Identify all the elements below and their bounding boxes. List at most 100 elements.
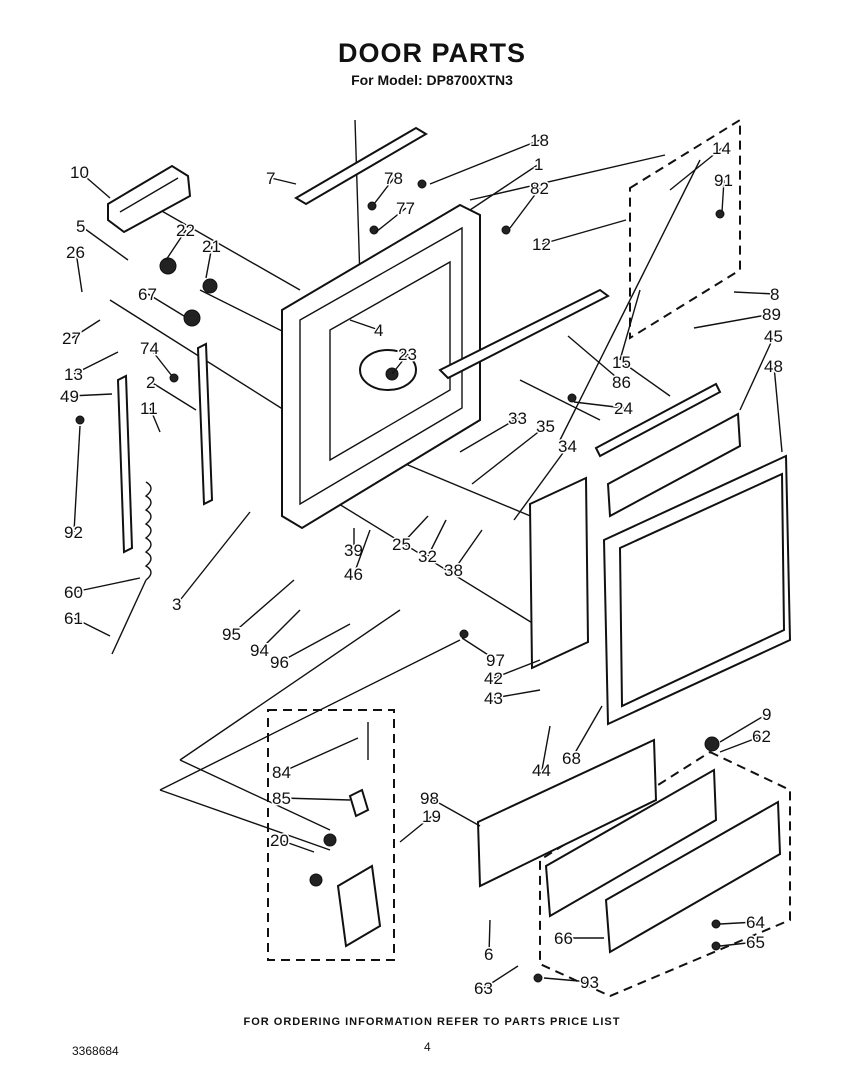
callout-78: 78: [384, 169, 403, 188]
leader-line-32: [427, 519, 447, 557]
leader-line-82: [509, 187, 541, 229]
page-title: DOOR PARTS: [337, 38, 526, 68]
document-number: 3368684: [72, 1044, 119, 1058]
leader-line-44: [541, 725, 551, 771]
leader-line-25: [401, 515, 429, 545]
leader-line-65: [719, 941, 757, 947]
kick-plate: [604, 800, 782, 954]
lower-trim-strip: [476, 738, 658, 888]
vent-strip: [594, 382, 722, 458]
callout-15: 15: [612, 353, 631, 372]
leader-line-19: [399, 815, 433, 843]
leader-line-89: [693, 313, 773, 329]
callout-84: 84: [272, 763, 291, 782]
leader-line-85: [281, 797, 351, 801]
callout-21: 21: [202, 237, 221, 256]
leader-line-20: [279, 839, 315, 853]
hinge-assembly-box: [629, 118, 741, 340]
inner-door-frame: [281, 203, 481, 530]
callout-35: 35: [536, 417, 555, 436]
latch-roller-lower: [309, 873, 323, 887]
leader-line-13: [73, 351, 119, 375]
leader-line-67: [147, 293, 185, 317]
leader-line-92: [73, 425, 81, 533]
callout-26: 26: [66, 243, 85, 262]
latch-assembly-box: [267, 709, 395, 961]
page-number: 4: [424, 1040, 431, 1054]
leader-line-26: [75, 251, 83, 293]
leader-line-49: [69, 393, 113, 397]
leader-line-38: [453, 529, 483, 571]
leader-line-22: [165, 229, 187, 261]
door-latch-body: [336, 864, 382, 948]
callout-9: 9: [762, 705, 771, 724]
leader-line-45: [739, 335, 775, 411]
callout-86: 86: [612, 373, 631, 392]
leader-line-11: [149, 407, 161, 433]
leader-line-14: [669, 147, 723, 191]
toe-panel: [544, 768, 718, 918]
leader-line-34: [513, 445, 569, 521]
leader-line-15: [621, 361, 671, 397]
callout-10: 10: [70, 163, 89, 182]
leader-line-63: [483, 965, 519, 989]
callout-97: 97: [486, 651, 505, 670]
callout-60: 60: [64, 583, 83, 602]
leader-line-9: [719, 713, 768, 743]
callout-4: 4: [374, 321, 383, 340]
callout-95: 95: [222, 625, 241, 644]
callout-82: 82: [530, 179, 549, 198]
leader-line-3: [176, 511, 251, 605]
leader-line-93: [543, 977, 591, 983]
callout-92: 92: [64, 523, 83, 542]
callout-65: 65: [746, 933, 765, 952]
callout-61: 61: [64, 609, 83, 628]
leader-line-94: [259, 609, 301, 651]
callout-48: 48: [764, 357, 783, 376]
leader-line-2: [150, 381, 197, 411]
callout-96: 96: [270, 653, 289, 672]
leader-line-35: [471, 425, 547, 485]
fasteners: [75, 179, 725, 983]
callout-46: 46: [344, 565, 363, 584]
callout-91: 91: [714, 171, 733, 190]
leader-line-33: [459, 417, 519, 453]
callout-14: 14: [712, 139, 731, 158]
callout-74: 74: [140, 339, 159, 358]
callout-42: 42: [484, 669, 503, 688]
latch-roller-upper: [323, 833, 337, 847]
callout-44: 44: [532, 761, 551, 780]
callout-24: 24: [614, 399, 633, 418]
callout-85: 85: [272, 789, 291, 808]
leader-line-18: [429, 139, 541, 185]
door-spring: [111, 481, 152, 655]
leader-line-78: [373, 177, 395, 205]
callout-39: 39: [344, 541, 363, 560]
callout-63: 63: [474, 979, 493, 998]
side-rail-left: [116, 374, 134, 554]
leader-line-77: [375, 207, 407, 233]
callout-49: 49: [60, 387, 79, 406]
callout-27: 27: [62, 329, 81, 348]
leader-line-5: [80, 225, 129, 261]
leader-line-91: [721, 179, 725, 213]
callout-67: 67: [138, 285, 157, 304]
leader-line-48: [773, 365, 783, 453]
leader-line-96: [279, 623, 351, 663]
callout-34: 34: [558, 437, 577, 456]
latch-rod: [438, 288, 610, 380]
leader-line-74: [149, 347, 173, 377]
callout-11: 11: [140, 399, 158, 418]
leader-line-95: [231, 579, 295, 635]
leader-line-27: [71, 319, 101, 339]
callout-89: 89: [762, 305, 781, 324]
leader-line-61: [73, 617, 111, 637]
callout-18: 18: [530, 131, 549, 150]
leader-line-46: [353, 529, 371, 575]
top-trim-strip: [294, 126, 428, 206]
leader-line-42: [493, 659, 541, 679]
callout-33: 33: [508, 409, 527, 428]
leader-line-4: [349, 319, 380, 331]
